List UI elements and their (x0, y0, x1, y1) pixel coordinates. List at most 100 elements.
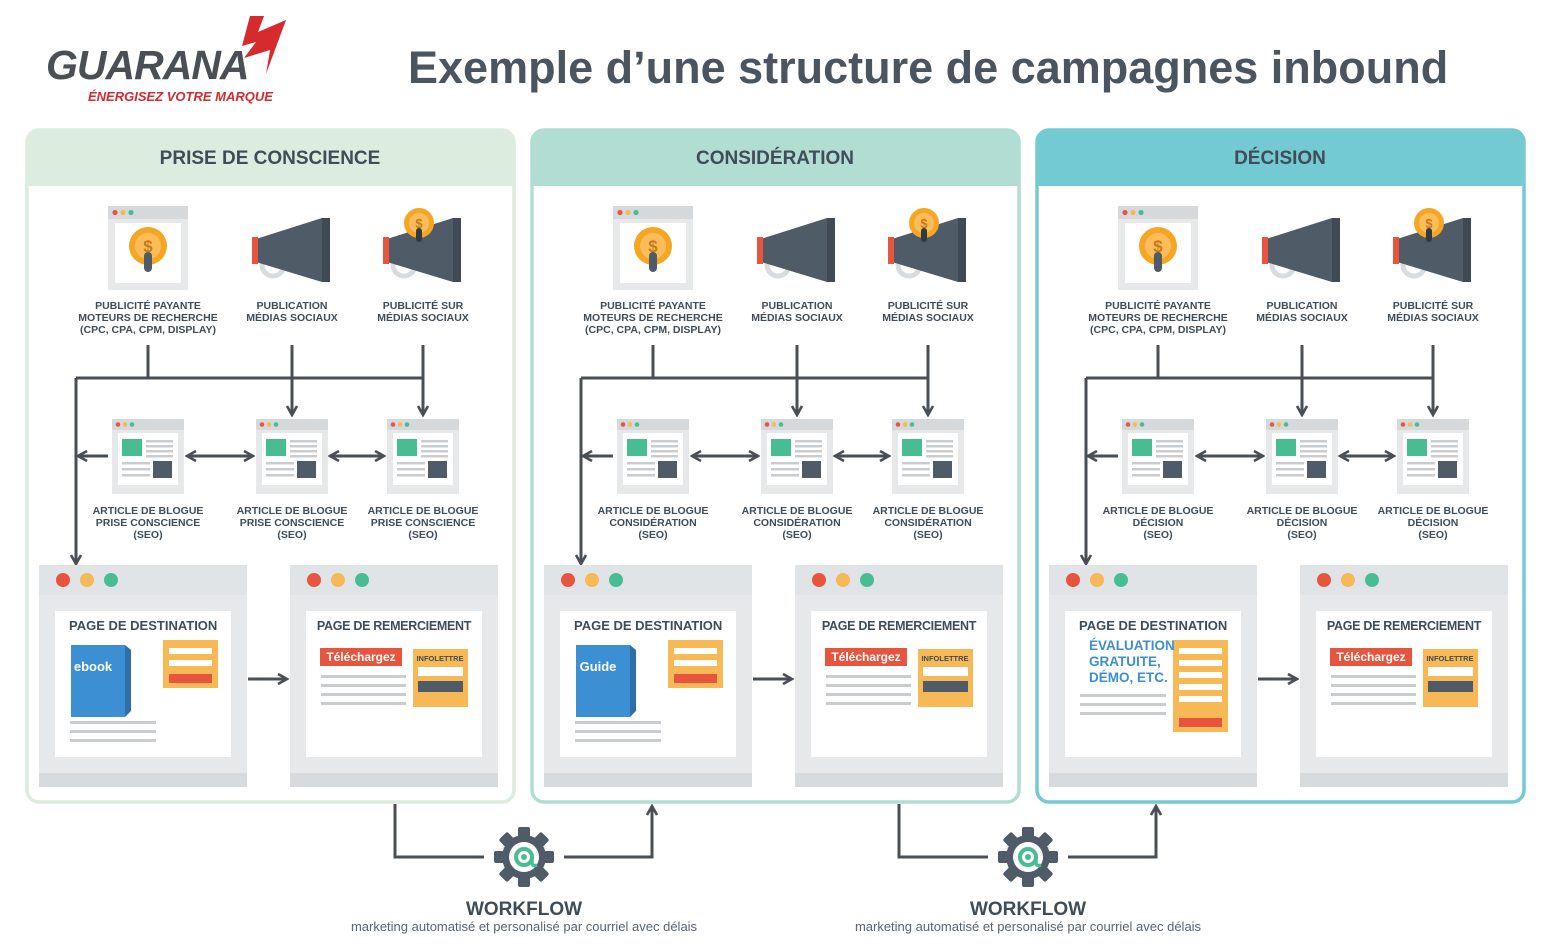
blog-label: ARTICLE DE BLOGUE (873, 505, 984, 517)
window-dot (1269, 422, 1275, 427)
article-line (1407, 462, 1435, 465)
article-line (122, 468, 150, 471)
source-label: MOTEURS DE RECHERCHE (78, 312, 217, 324)
window-dot (1139, 422, 1145, 427)
window-dot (1283, 422, 1289, 427)
window-dot (633, 209, 639, 216)
form-field (1179, 648, 1222, 654)
article-line (146, 445, 173, 448)
megaphone-icon (1262, 218, 1340, 282)
window-dot (331, 573, 345, 587)
article-line (771, 474, 799, 477)
article-line (1276, 474, 1304, 477)
source-label: MÉDIAS SOCIAUX (377, 311, 469, 324)
article-titlebar (1266, 419, 1338, 430)
newsletter-label: INFOLETTRE (921, 654, 968, 663)
stage-panel: CONSIDÉRATION$$PUBLICITÉ PAYANTEMOTEURS … (530, 128, 1021, 804)
article-line (795, 440, 822, 443)
article-line (421, 455, 448, 458)
form-submit (674, 674, 717, 683)
window-dot (80, 573, 94, 587)
article-line (146, 455, 173, 458)
gear-at-icon (494, 827, 554, 887)
window-dot (355, 573, 369, 587)
blog-label: ARTICLE DE BLOGUE (598, 505, 709, 517)
mouse-cursor (416, 228, 422, 242)
workflow-title: WORKFLOW (970, 899, 1086, 920)
article-line (421, 450, 448, 453)
source-label: PUBLICITÉ PAYANTE (95, 299, 201, 312)
newsletter-button (1428, 681, 1473, 692)
blog-label: ARTICLE DE BLOGUE (1103, 505, 1214, 517)
connector-line (393, 804, 484, 859)
newsletter-label: INFOLETTRE (416, 654, 463, 663)
landing-title: PAGE DE DESTINATION (69, 618, 217, 633)
window-dot (860, 573, 874, 587)
article-image (627, 439, 647, 456)
at-center (1025, 854, 1031, 860)
browser-titlebar (795, 565, 1003, 595)
megaphone-rim (1463, 218, 1471, 282)
blog-label: PRISE CONSCIENCE (96, 517, 200, 529)
blog-label: ARTICLE DE BLOGUE (742, 505, 853, 517)
blog-label: CONSIDÉRATION (753, 516, 840, 529)
blog-label: (SEO) (408, 529, 437, 541)
window-dot (1066, 573, 1080, 587)
page-text-line (1331, 684, 1416, 687)
blog-article-icon (1266, 419, 1338, 494)
window-dot (902, 422, 908, 427)
page-text-line (321, 693, 406, 696)
source-label: PUBLICITÉ PAYANTE (1105, 299, 1211, 312)
stage-panel: PRISE DE CONSCIENCE$$PUBLICITÉ PAYANTEMO… (25, 128, 516, 804)
article-line (1300, 455, 1327, 458)
article-image (122, 439, 142, 456)
browser-titlebar (290, 565, 498, 595)
coin-inner (1419, 213, 1439, 233)
article-line (651, 455, 678, 458)
blog-label: DÉCISION (1133, 516, 1184, 529)
window-dot (115, 422, 121, 427)
blog-article-icon (892, 419, 964, 494)
megaphone-rim (322, 218, 330, 282)
source-label: MÉDIAS SOCIAUX (751, 311, 843, 324)
article-line (627, 468, 655, 471)
form-field (1179, 672, 1222, 678)
megaphone-rim (827, 218, 835, 282)
brand-name: GUARANA (46, 42, 250, 88)
page-text-line (321, 675, 406, 678)
brand-logo: GUARANA ÉNERGISEZ VOTRE MARQUE (44, 12, 304, 107)
landing-title: PAGE DE DESTINATION (574, 618, 722, 633)
newsletter-field (418, 667, 463, 676)
window-dot (620, 422, 626, 427)
landing-page: PAGE DE DESTINATIONÉVALUATIONGRATUITE,DÉ… (1049, 565, 1257, 787)
megaphone-mouth (1393, 237, 1399, 264)
article-line (1276, 462, 1304, 465)
megaphone-body (892, 218, 958, 282)
article-line (651, 440, 678, 443)
blog-label: ARTICLE DE BLOGUE (237, 505, 348, 517)
offer-label: ebook (74, 659, 113, 674)
article-line (146, 440, 173, 443)
coin-inner (135, 233, 161, 259)
gear-at-icon (998, 827, 1058, 887)
window-dot (617, 209, 623, 216)
blog-article-icon (256, 419, 328, 494)
article-line (1156, 450, 1183, 453)
window-dot (1132, 422, 1138, 427)
monitor-titlebar (613, 206, 693, 219)
download-label: Téléchargez (326, 650, 395, 664)
article-line (1407, 468, 1435, 471)
article-line (266, 462, 294, 465)
source-label: (CPC, CPA, CPM, DISPLAY) (80, 324, 216, 336)
form-field (674, 648, 717, 654)
window-dot (836, 573, 850, 587)
window-dot (1138, 209, 1144, 216)
article-image (1132, 439, 1152, 456)
newsletter-box (413, 649, 468, 707)
blog-label: (SEO) (277, 529, 306, 541)
window-dot (1122, 209, 1128, 216)
article-line (771, 468, 799, 471)
article-image (902, 439, 922, 456)
